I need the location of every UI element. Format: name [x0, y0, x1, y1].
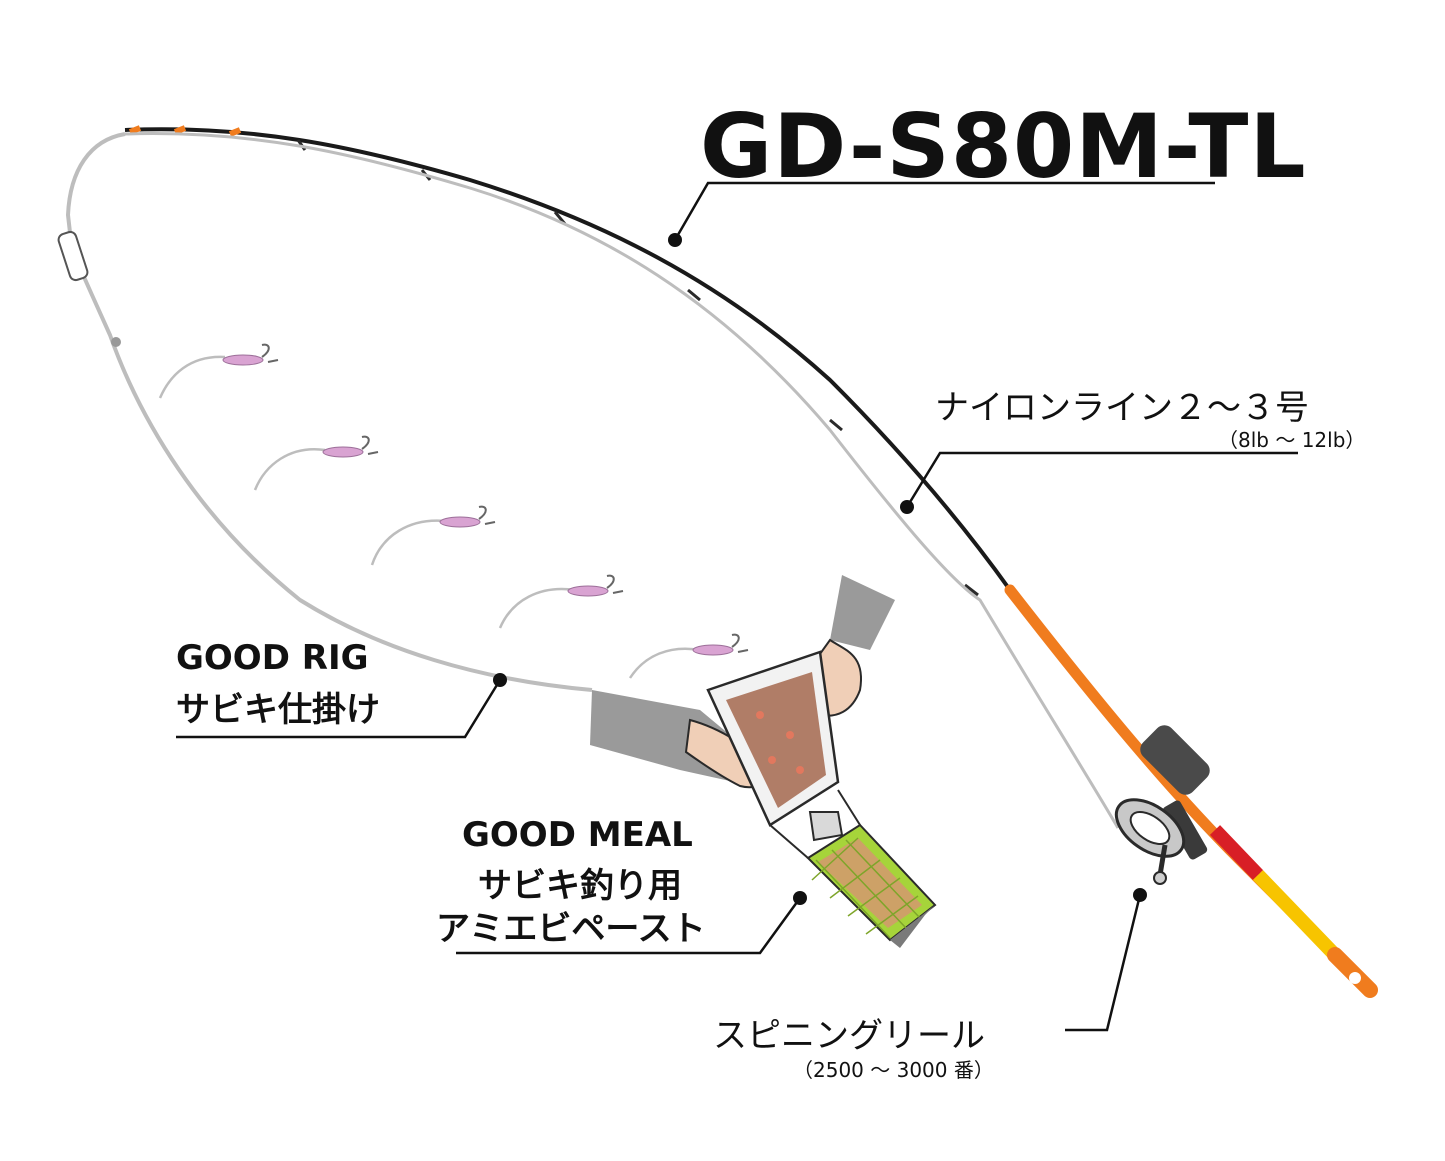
- callout-line: [900, 451, 1298, 514]
- rig-label-jp: サビキ仕掛け: [176, 690, 380, 730]
- callout-reel: [1065, 888, 1147, 1032]
- callout-meal: [456, 891, 807, 955]
- fishing-rod-icon: [124, 125, 1378, 998]
- chum-basket-icon: [769, 789, 937, 948]
- bait-lures: [222, 354, 734, 656]
- rig-label-en: GOOD RIG: [176, 638, 369, 678]
- bait-pouch-icon: [706, 650, 844, 842]
- reel-label: スピニングリール: [713, 1016, 985, 1056]
- meal-label-jp1: サビキ釣り用: [478, 866, 682, 906]
- hook-barbs: [261, 343, 749, 653]
- line-spec: （8lb ～ 12lb）: [1218, 428, 1366, 452]
- model-title: GD-S80M-TL: [700, 95, 1307, 198]
- callout-title: [668, 181, 1215, 247]
- reel-spec: （2500 ～ 3000 番）: [793, 1058, 994, 1082]
- line-label: ナイロンライン２～３号: [935, 388, 1309, 428]
- meal-label-en: GOOD MEAL: [462, 815, 693, 855]
- meal-label-jp2: アミエビペースト: [436, 909, 706, 949]
- callout-rig: [176, 673, 507, 739]
- fishing-line: [124, 132, 1120, 829]
- sabiki-rig: [57, 132, 593, 692]
- spinning-reel-icon: [1114, 798, 1208, 885]
- sabiki-hook-icon: [158, 355, 701, 679]
